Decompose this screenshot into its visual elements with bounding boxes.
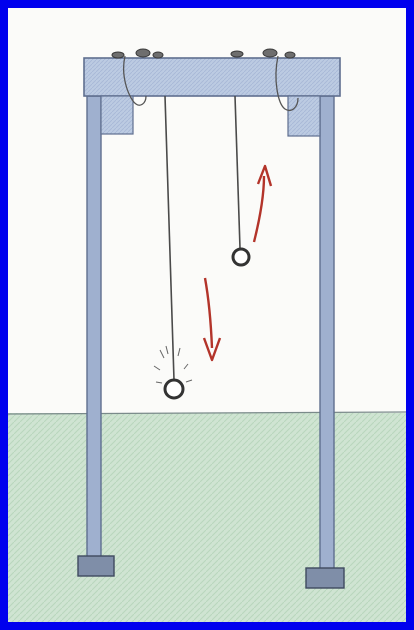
short-pendulum-bob: [233, 249, 249, 265]
left-foot: [78, 556, 114, 576]
right-bracket: [288, 96, 320, 136]
top-crossbar: [84, 58, 340, 96]
grass-ground: [8, 413, 406, 622]
right-foot: [306, 568, 344, 588]
sketch-illustration: [8, 8, 406, 622]
left-leg: [87, 96, 101, 558]
right-leg: [320, 96, 334, 572]
long-pendulum-bob: [165, 380, 183, 398]
left-bracket: [101, 96, 133, 134]
